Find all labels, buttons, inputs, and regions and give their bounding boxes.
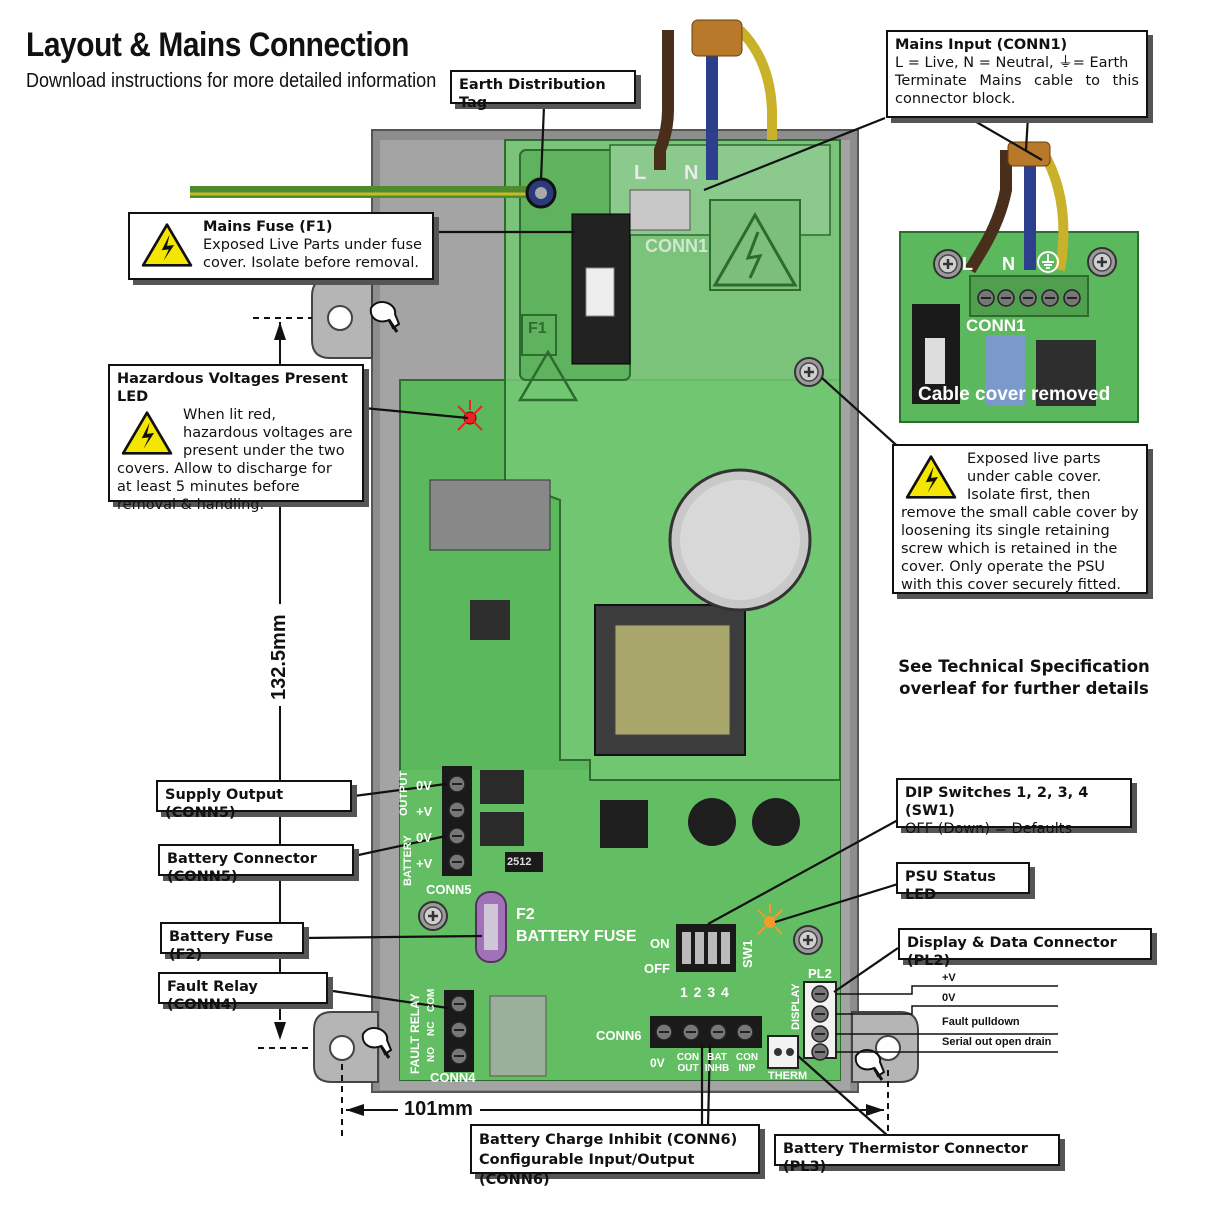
- cable-cover-tail: loosening its single retaining screw whi…: [901, 523, 1122, 593]
- pcb-label-n: N: [684, 162, 699, 184]
- hazard-led-title: Hazardous Voltages Present LED: [117, 371, 348, 405]
- pcb-label-f1: F1: [528, 320, 547, 337]
- inset-label-conn1: CONN1: [966, 316, 1026, 335]
- conn5-pin-2: +V: [416, 804, 433, 819]
- inset-caption: Cable cover removed: [918, 384, 1111, 405]
- pcb-label-conn1: CONN1: [645, 236, 709, 256]
- pcb-label-conn5: CONN5: [426, 882, 472, 897]
- callout-supply-output: Supply Output (CONN5): [156, 780, 352, 821]
- callout-earth-distribution-tag: Earth Distribution Tag: [450, 70, 636, 111]
- page-title: Layout & Mains Connection: [26, 26, 409, 64]
- conn4-pin-com: COM: [426, 988, 437, 1012]
- callout-battery-thermistor: Battery Thermistor Connector (PL3): [774, 1134, 1060, 1175]
- pcb-label-pl2: PL2: [808, 966, 832, 981]
- dimension-height-label: 132.5mm: [268, 614, 290, 700]
- pcb-label-2512: 2512: [507, 856, 532, 868]
- conn6-pin-bat-inhb: BAT INHB: [704, 1052, 730, 1074]
- callout-fault-relay: Fault Relay (CONN4): [158, 972, 328, 1013]
- callout-cable-cover: Exposed live parts under cable cover. Is…: [892, 444, 1148, 594]
- conn6-pin-con-inp: CON INP: [735, 1052, 759, 1074]
- pl2-signal-fault-pulldown: Fault pulldown: [942, 1016, 1020, 1028]
- hazard-symbol-pcb: [712, 211, 798, 287]
- callout-mains-fuse: Mains Fuse (F1) Exposed Live Parts under…: [128, 212, 434, 280]
- conn6-pin-0v: 0V: [650, 1056, 665, 1070]
- earth-icon: [1037, 251, 1059, 273]
- warning-icon: [121, 411, 173, 455]
- callout-dip-switches: DIP Switches 1, 2, 3, 4 (SW1) OFF (Down)…: [896, 778, 1132, 837]
- inset-label-n: N: [1002, 254, 1015, 274]
- battery-charge-line1: Battery Charge Inhibit (CONN6): [479, 1132, 738, 1148]
- callout-display-data-connector: Display & Data Connector (PL2): [898, 928, 1152, 969]
- mains-input-line1: L = Live, N = Neutral, ⏚= Earth: [895, 55, 1129, 71]
- pl2-signal-plus-v: +V: [942, 972, 956, 984]
- callout-psu-status-led: PSU Status LED: [896, 862, 1030, 903]
- pcb-label-display: DISPLAY: [790, 983, 802, 1030]
- conn6-pin-con-out: CON OUT: [676, 1052, 700, 1074]
- spec-note-line1: See Technical Specification: [898, 657, 1150, 676]
- pl2-signal-0v: 0V: [942, 992, 956, 1004]
- conn4-pin-no: NO: [426, 1047, 437, 1062]
- pcb-label-output: OUTPUT: [398, 770, 410, 816]
- mains-fuse-body: Exposed Live Parts under fuse cover. Iso…: [203, 237, 422, 271]
- mains-input-title: Mains Input (CONN1): [895, 37, 1068, 53]
- callout-battery-connector: Battery Connector (CONN5): [158, 844, 354, 885]
- pcb-label-battery: BATTERY: [402, 835, 414, 886]
- spec-note: See Technical Specification overleaf for…: [896, 656, 1152, 700]
- pcb-label-conn6: CONN6: [596, 1028, 642, 1043]
- callout-battery-fuse: Battery Fuse (F2): [160, 922, 304, 963]
- pcb-label-l: L: [634, 162, 647, 184]
- conn5-pin-1: 0V: [416, 778, 432, 793]
- conn5-pin-3: 0V: [416, 830, 432, 845]
- pcb-label-therm: THERM: [768, 1070, 808, 1082]
- callout-mains-input: Mains Input (CONN1) L = Live, N = Neutra…: [886, 30, 1148, 118]
- dimension-width-label: 101mm: [404, 1098, 473, 1120]
- pcb-label-on: ON: [650, 936, 670, 951]
- pcb-label-off: OFF: [644, 961, 670, 976]
- callout-battery-charge-inhibit: Battery Charge Inhibit (CONN6) Configura…: [470, 1124, 760, 1188]
- pcb-label-sw1: SW1: [740, 939, 755, 968]
- mains-fuse-title: Mains Fuse (F1): [203, 219, 333, 235]
- dip-switches-title: DIP Switches 1, 2, 3, 4 (SW1): [905, 785, 1089, 819]
- conn5-pin-4: +V: [416, 856, 433, 871]
- pcb-label-battery-fuse: BATTERY FUSE: [516, 928, 637, 945]
- dip-switches-body: OFF (Down) = Defaults: [905, 821, 1073, 837]
- conn4-pin-nc: NC: [426, 1021, 437, 1036]
- hazard-led-body: When lit red, hazardous voltages are pre…: [117, 407, 353, 477]
- pcb-label-switch-numbers: 1 2 3 4: [680, 984, 729, 1000]
- pl2-signal-serial-out: Serial out open drain: [942, 1036, 1052, 1048]
- pcb-label-f2: F2: [516, 906, 535, 923]
- hazard-led-tail: at least 5 minutes before removal & hand…: [117, 479, 300, 513]
- psu-status-led: [764, 916, 776, 928]
- cable-cover-body: Exposed live parts under cable cover. Is…: [901, 451, 1139, 521]
- page-subtitle: Download instructions for more detailed …: [26, 70, 437, 92]
- battery-charge-line2: Configurable Input/Output (CONN6): [479, 1152, 695, 1188]
- inset-label-l: L: [962, 254, 973, 274]
- warning-icon: [141, 223, 193, 267]
- callout-hazardous-voltages-led: Hazardous Voltages Present LED When lit …: [108, 364, 364, 513]
- pcb-label-conn4: CONN4: [430, 1070, 476, 1085]
- mains-input-line2: Terminate Mains cable to this connector …: [895, 73, 1139, 107]
- warning-icon: [905, 455, 957, 499]
- spec-note-line2: overleaf for further details: [899, 679, 1149, 698]
- pcb-label-fault-relay: FAULT RELAY: [408, 993, 422, 1074]
